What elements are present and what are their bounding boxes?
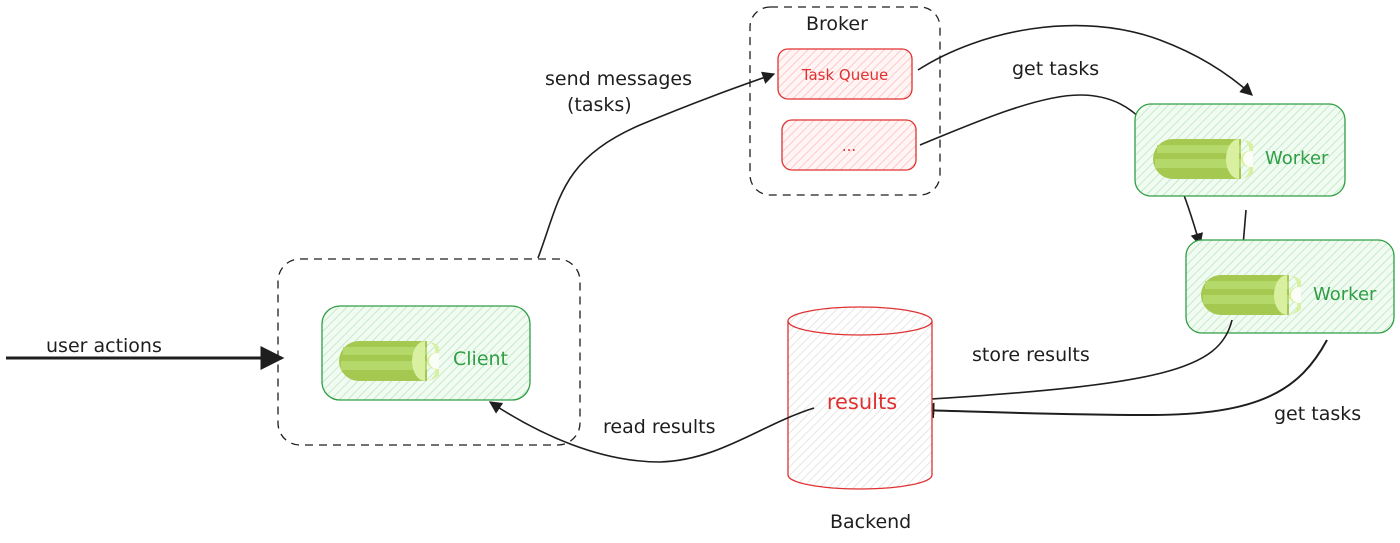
broker-title: Broker: [806, 13, 868, 35]
edge-get-tasks-top: get tasks: [917, 24, 1253, 247]
edge-label-send-messages-2: (tasks): [567, 94, 632, 116]
edge-label-send-messages-1: send messages: [545, 68, 692, 90]
edge-store-results: store results: [914, 319, 1233, 406]
edge-read-results: read results: [488, 401, 815, 463]
backend-title: Backend: [830, 511, 911, 533]
edge-label-get-tasks-top: get tasks: [1012, 58, 1099, 80]
results-label: results: [827, 390, 897, 414]
edge-get-tasks-bottom: get tasks: [918, 339, 1361, 425]
edge-label-get-tasks-bottom: get tasks: [1274, 403, 1361, 425]
worker-1-label: Worker: [1265, 148, 1329, 169]
worker-2-label: Worker: [1313, 284, 1377, 305]
task-queue-label: Task Queue: [801, 66, 888, 84]
backend-database[interactable]: results: [787, 306, 933, 490]
queue-more-label: ...: [842, 137, 856, 155]
edge-label-user-actions: user actions: [46, 335, 162, 357]
worker-node-1[interactable]: Worker: [1134, 103, 1346, 197]
broker-group: Broker: [749, 6, 941, 196]
queue-more-node[interactable]: ...: [781, 119, 917, 171]
edge-label-read-results: read results: [603, 416, 715, 438]
worker-node-2[interactable]: Worker: [1185, 239, 1395, 334]
edge-send-messages: send messages (tasks): [537, 68, 776, 259]
task-queue-node[interactable]: Task Queue: [777, 48, 913, 100]
client-label: Client: [453, 348, 508, 370]
edge-label-store-results: store results: [972, 344, 1090, 366]
client-group: [277, 258, 581, 446]
edge-user-actions: user actions: [6, 335, 285, 370]
client-node[interactable]: Client: [321, 305, 531, 401]
